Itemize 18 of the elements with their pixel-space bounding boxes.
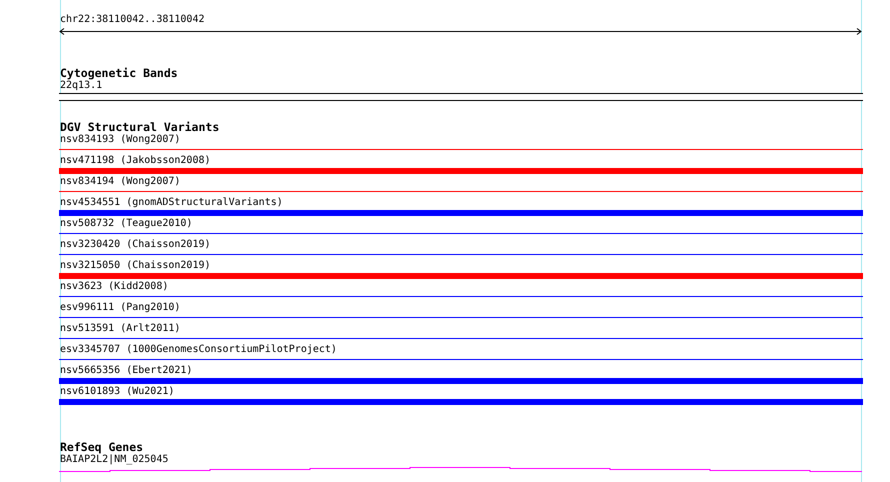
feature-label: nsv3230420 (Chaisson2019) (60, 239, 211, 251)
feature-label: nsv5665356 (Ebert2021) (60, 365, 192, 377)
feature-label: nsv508732 (Teague2010) (60, 218, 192, 230)
feature-label: nsv471198 (Jakobsson2008) (60, 155, 211, 167)
track-title: DGV Structural Variants (60, 121, 220, 134)
feature-label: nsv513591 (Arlt2011) (60, 323, 180, 335)
location-label: chr22:38110042..38110042 (60, 14, 204, 26)
feature-label: nsv4534551 (gnomADStructuralVariants) (60, 197, 283, 209)
track-title: Cytogenetic Bands (60, 67, 178, 80)
feature-label: esv996111 (Pang2010) (60, 302, 180, 314)
feature-label: nsv834193 (Wong2007) (60, 134, 180, 146)
feature-label: nsv3623 (Kidd2008) (60, 281, 168, 293)
feature-label: BAIAP2L2|NM_025045 (60, 454, 168, 466)
feature-label: nsv3215050 (Chaisson2019) (60, 260, 211, 272)
feature-label: nsv834194 (Wong2007) (60, 176, 180, 188)
feature-label: esv3345707 (1000GenomesConsortiumPilotProject) (60, 344, 337, 356)
feature-label: 22q13.1 (60, 80, 102, 92)
feature-label: nsv6101893 (Wu2021) (60, 386, 174, 398)
